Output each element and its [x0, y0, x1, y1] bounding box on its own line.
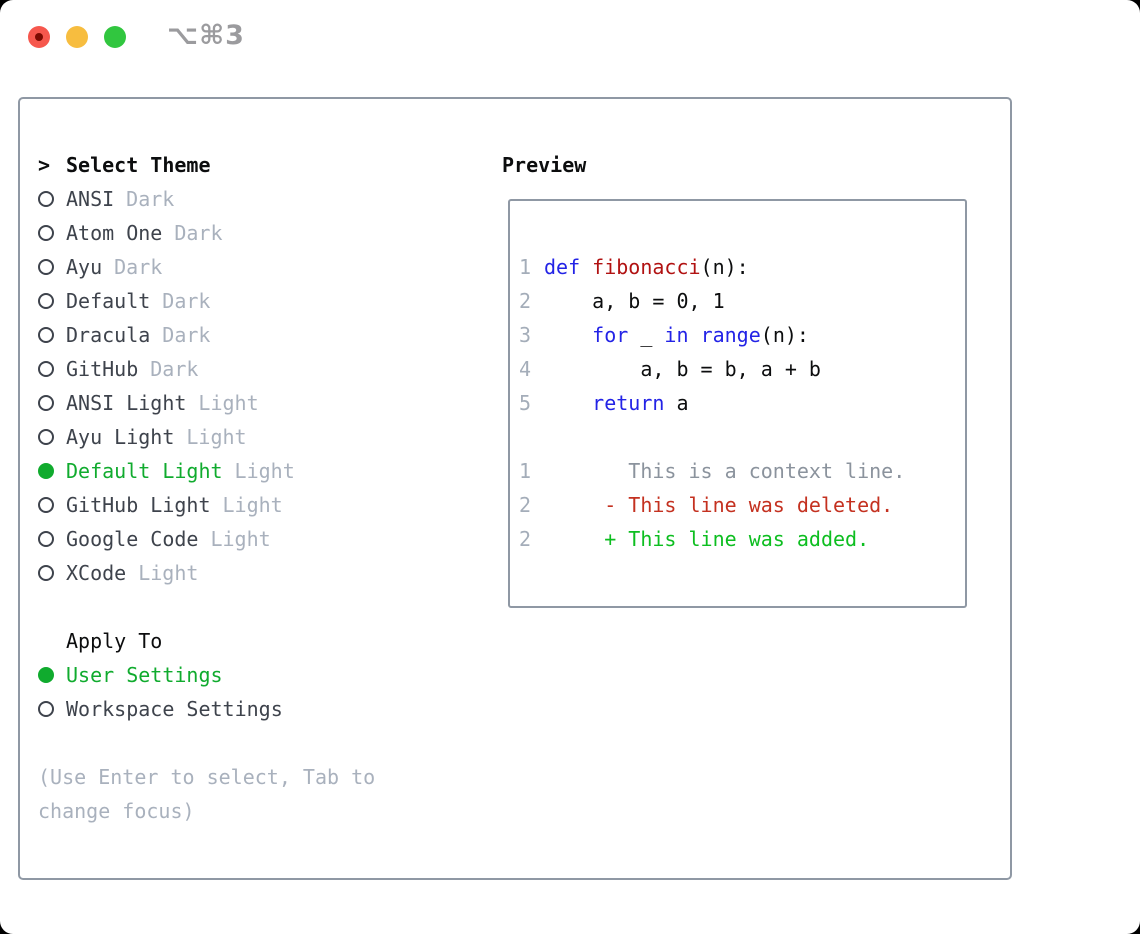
- spacer: [38, 590, 375, 624]
- radio-icon: [38, 497, 54, 513]
- theme-name: Dracula: [66, 323, 151, 347]
- theme-variant: Light: [198, 391, 259, 415]
- theme-option-dracula[interactable]: Dracula Dark: [38, 318, 375, 352]
- preview-header: Preview: [502, 153, 587, 177]
- code-line: 1 This is a context line.: [519, 454, 965, 488]
- keyboard-hint: (Use Enter to select, Tab to change focus…: [38, 760, 375, 828]
- theme-option-xcode[interactable]: XCode Light: [38, 556, 375, 590]
- zoom-button[interactable]: [104, 26, 126, 48]
- close-button[interactable]: [28, 26, 50, 48]
- spacer: [38, 726, 375, 760]
- apply-option-label: Workspace Settings: [66, 697, 283, 721]
- select-theme-label: Select Theme: [66, 153, 211, 177]
- theme-name: Google Code: [66, 527, 199, 551]
- hint-line: change focus): [38, 799, 195, 823]
- theme-variant: Light: [222, 493, 283, 517]
- line-number: 4: [519, 357, 532, 381]
- theme-option-ayu-light[interactable]: Ayu Light Light: [38, 420, 375, 454]
- theme-variant: Light: [186, 425, 247, 449]
- theme-name: GitHub Light: [66, 493, 211, 517]
- theme-option-default[interactable]: Default Dark: [38, 284, 375, 318]
- unsaved-dot-icon: [35, 33, 43, 41]
- code-line: 4 a, b = b, a + b: [519, 352, 965, 386]
- theme-option-ayu[interactable]: Ayu Dark: [38, 250, 375, 284]
- radio-icon: [38, 701, 54, 717]
- theme-name: XCode: [66, 561, 127, 585]
- code-line: 2 a, b = 0, 1: [519, 284, 965, 318]
- theme-option-github-light[interactable]: GitHub Light Light: [38, 488, 375, 522]
- select-theme-header: > Select Theme: [38, 148, 375, 182]
- radio-icon: [38, 565, 54, 581]
- radio-icon: [38, 395, 54, 411]
- code-line: 2 - This line was deleted.: [519, 488, 965, 522]
- theme-option-atom-one[interactable]: Atom One Dark: [38, 216, 375, 250]
- code-line: [519, 420, 965, 454]
- theme-variant: Light: [210, 527, 271, 551]
- theme-name: Ayu: [66, 255, 103, 279]
- apply-option-label: User Settings: [66, 663, 223, 687]
- theme-name: Atom One: [66, 221, 163, 245]
- apply-option-workspace-settings[interactable]: Workspace Settings: [38, 692, 375, 726]
- theme-name: Default: [66, 289, 151, 313]
- cursor-arrow-icon: >: [38, 153, 51, 177]
- theme-option-google-code[interactable]: Google Code Light: [38, 522, 375, 556]
- line-number: 2: [519, 527, 532, 551]
- theme-variant: Dark: [162, 323, 211, 347]
- radio-selected-icon: [38, 667, 54, 683]
- theme-name: ANSI Light: [66, 391, 187, 415]
- theme-variant: Dark: [174, 221, 223, 245]
- line-number: 1: [519, 255, 532, 279]
- theme-variant: Light: [234, 459, 295, 483]
- radio-icon: [38, 293, 54, 309]
- minimize-button[interactable]: [66, 26, 88, 48]
- code-line: 3 for _ in range(n):: [519, 318, 965, 352]
- apply-option-user-settings[interactable]: User Settings: [38, 658, 375, 692]
- theme-name: Ayu Light: [66, 425, 175, 449]
- line-number: 1: [519, 459, 532, 483]
- line-number: 2: [519, 493, 532, 517]
- code-line: 2 + This line was added.: [519, 522, 965, 556]
- radio-selected-icon: [38, 463, 54, 479]
- line-number: 2: [519, 289, 532, 313]
- window-title: ⌥⌘3: [167, 20, 245, 51]
- theme-variant: Light: [138, 561, 199, 585]
- radio-icon: [38, 361, 54, 377]
- theme-name: GitHub: [66, 357, 139, 381]
- theme-option-default-light[interactable]: Default Light Light: [38, 454, 375, 488]
- radio-icon: [38, 259, 54, 275]
- theme-variant: Dark: [150, 357, 199, 381]
- radio-icon: [38, 225, 54, 241]
- theme-name: ANSI: [66, 187, 115, 211]
- theme-option-ansi-light[interactable]: ANSI Light Light: [38, 386, 375, 420]
- radio-icon: [38, 531, 54, 547]
- theme-name: Default Light: [66, 459, 223, 483]
- theme-variant: Dark: [114, 255, 163, 279]
- theme-variant: Dark: [126, 187, 175, 211]
- theme-option-ansi[interactable]: ANSI Dark: [38, 182, 375, 216]
- apply-to-label: Apply To: [66, 629, 163, 653]
- radio-icon: [38, 429, 54, 445]
- theme-variant: Dark: [162, 289, 211, 313]
- apply-to-header: Apply To: [38, 624, 375, 658]
- code-line: 5 return a: [519, 386, 965, 420]
- line-number: 5: [519, 391, 532, 415]
- theme-option-github[interactable]: GitHub Dark: [38, 352, 375, 386]
- titlebar: [28, 26, 126, 48]
- radio-icon: [38, 327, 54, 343]
- hint-line: (Use Enter to select, Tab to: [38, 765, 376, 789]
- line-number: 3: [519, 323, 532, 347]
- radio-icon: [38, 191, 54, 207]
